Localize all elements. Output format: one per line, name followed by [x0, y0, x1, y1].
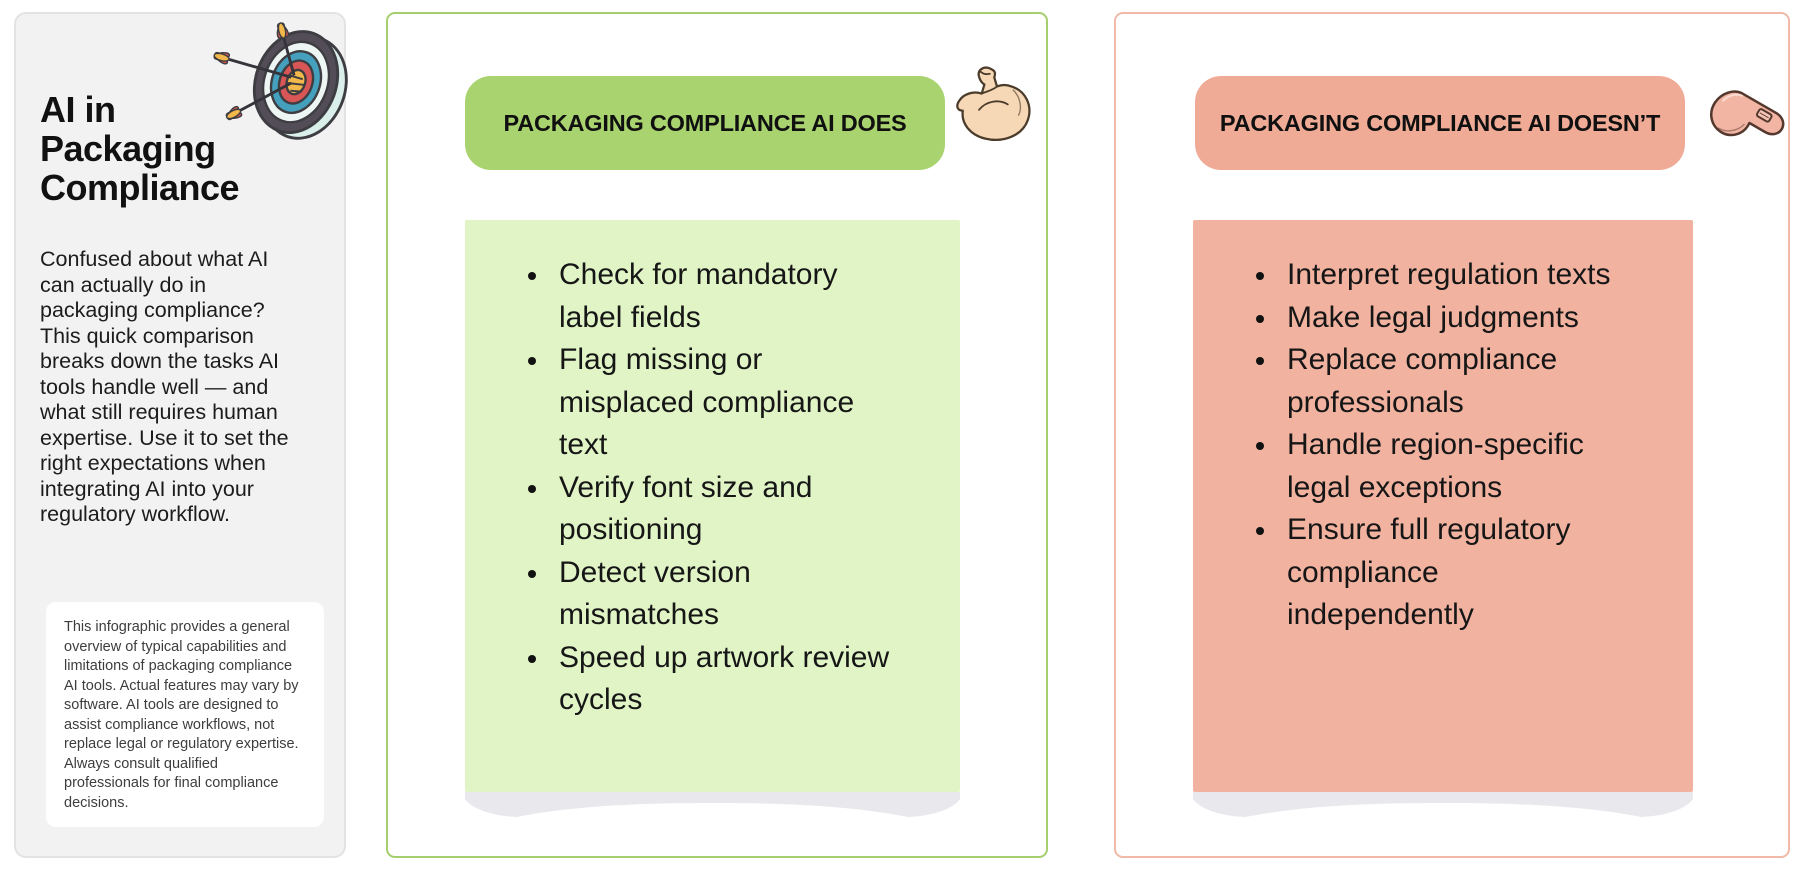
- does-list: Check for mandatory label fields Flag mi…: [465, 220, 960, 722]
- list-item: Check for mandatory label fields: [551, 254, 938, 339]
- doesnt-curl-shadow: [1193, 792, 1693, 817]
- dartboard-target-icon: [213, 22, 348, 140]
- list-item: Handle region-specific legal exceptions: [1279, 424, 1671, 509]
- page-title: AI in Packaging Compliance: [40, 89, 240, 208]
- does-card: PACKAGING COMPLIANCE AI DOES Check for m…: [386, 12, 1048, 858]
- doesnt-card: PACKAGING COMPLIANCE AI DOESN’T Interpre…: [1114, 12, 1790, 858]
- list-item: Detect version mismatches: [551, 552, 938, 637]
- doesnt-header-pill: PACKAGING COMPLIANCE AI DOESN’T: [1195, 76, 1685, 170]
- disclaimer-card: This infographic provides a general over…: [46, 602, 324, 827]
- doesnt-list: Interpret regulation texts Make legal ju…: [1193, 220, 1693, 637]
- list-item: Make legal judgments: [1279, 297, 1671, 340]
- list-item: Flag missing or misplaced compliance tex…: [551, 339, 938, 467]
- intro-panel: AI in Packaging Compliance Confused abou…: [14, 12, 348, 858]
- does-curl-shadow: [465, 792, 960, 817]
- does-header-label: PACKAGING COMPLIANCE AI DOES: [503, 109, 907, 136]
- list-item: Verify font size and positioning: [551, 467, 938, 552]
- list-item: Replace compliance professionals: [1279, 339, 1671, 424]
- list-item: Speed up artwork review cycles: [551, 637, 938, 722]
- doesnt-header-label: PACKAGING COMPLIANCE AI DOESN’T: [1219, 109, 1661, 136]
- list-item: Interpret regulation texts: [1279, 254, 1671, 297]
- flexed-bicep-icon: [956, 66, 1031, 141]
- intro-description: Confused about what AI can actually do i…: [40, 247, 289, 526]
- whistle-icon: [1710, 90, 1785, 137]
- doesnt-content-box: Interpret regulation texts Make legal ju…: [1193, 220, 1693, 792]
- list-item: Ensure full regulatory compliance indepe…: [1279, 509, 1671, 637]
- does-header-pill: PACKAGING COMPLIANCE AI DOES: [465, 76, 945, 170]
- does-content-box: Check for mandatory label fields Flag mi…: [465, 220, 960, 792]
